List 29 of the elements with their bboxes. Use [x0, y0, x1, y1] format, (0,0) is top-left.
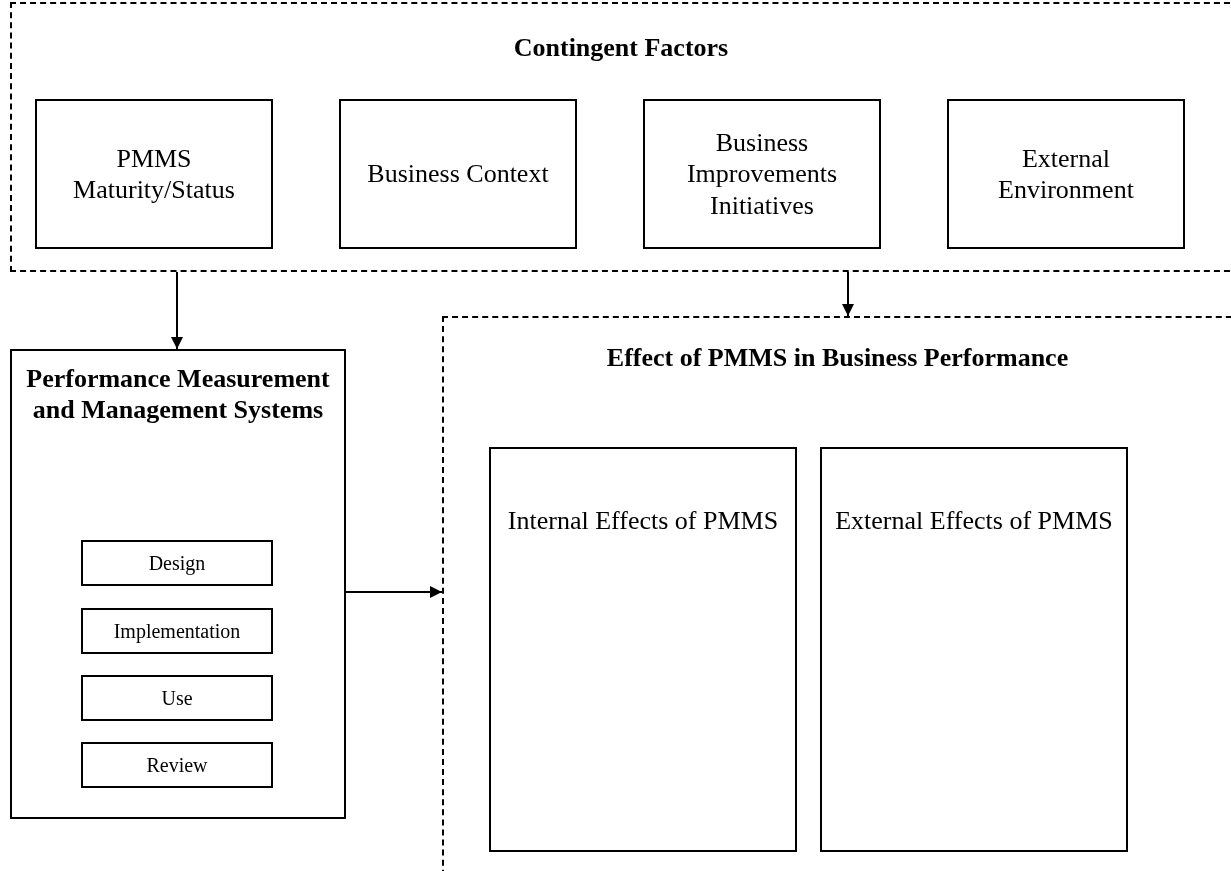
- box-label: Review: [145, 753, 209, 777]
- effect-box: [820, 447, 1128, 852]
- arrow: [842, 271, 854, 317]
- box-label: Use: [160, 686, 194, 710]
- factor-box: [339, 99, 577, 249]
- group-frame: [442, 316, 1231, 871]
- group-frame: [10, 2, 1231, 272]
- effect-box: [489, 447, 797, 852]
- arrow: [171, 271, 183, 350]
- box-label: Internal Effects of PMMS: [506, 505, 780, 537]
- box-label: External Effects of PMMS: [834, 505, 1114, 537]
- stage-box: [81, 742, 273, 788]
- box-label: Design: [147, 551, 207, 575]
- factor-box: [35, 99, 273, 249]
- box-label: PMMS Maturity/Status: [72, 142, 236, 206]
- group-heading: Performance Measurement and Management Systems: [25, 363, 331, 426]
- stage-box: [81, 540, 273, 586]
- box-label: Business Context: [366, 158, 550, 190]
- group-heading: Contingent Factors: [512, 32, 730, 64]
- system-box: [10, 349, 346, 819]
- box-label: Business Improvements Initiatives: [685, 127, 839, 221]
- box-label: Implementation: [112, 619, 242, 643]
- box-label: External Environment: [997, 142, 1135, 206]
- factor-box: [947, 99, 1185, 249]
- stage-box: [81, 608, 273, 654]
- factor-box: [643, 99, 881, 249]
- arrow: [345, 586, 443, 598]
- group-heading: Effect of PMMS in Business Performance: [605, 342, 1070, 374]
- stage-box: [81, 675, 273, 721]
